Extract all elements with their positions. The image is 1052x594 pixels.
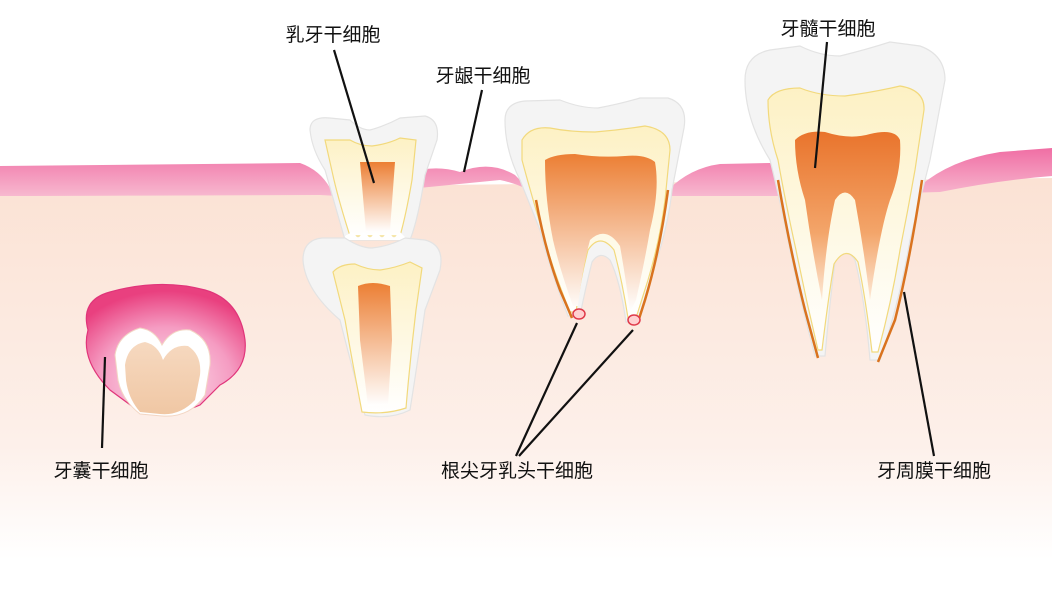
label-dental-pulp-stem-cells: 牙髓干细胞 — [780, 18, 876, 40]
leader-lines — [100, 41, 936, 457]
dental-follicle — [85, 283, 246, 417]
label-apical-papilla-stem-cells: 根尖牙乳头干细胞 — [440, 460, 594, 482]
leader-apical-1 — [515, 322, 578, 457]
immature-molar — [504, 97, 686, 326]
soft-tissue — [0, 178, 1052, 560]
gingiva — [0, 148, 1052, 196]
label-gingiva-stem-cells: 牙龈干细胞 — [435, 65, 531, 87]
developing-permanent-tooth — [302, 237, 442, 418]
leader-dental-pulp — [813, 41, 829, 169]
label-deciduous-stem-cells: 乳牙干细胞 — [285, 24, 381, 46]
leader-deciduous — [332, 49, 376, 184]
mature-molar — [744, 41, 946, 363]
label-periodontal-ligament-stem-cells: 牙周膜干细胞 — [876, 460, 992, 482]
apical-papilla-left — [572, 308, 586, 320]
label-dental-follicle-stem-cells: 牙囊干细胞 — [53, 460, 149, 482]
leader-periodontal — [902, 291, 936, 457]
leader-gingiva — [462, 89, 484, 173]
apical-papilla-right — [627, 314, 641, 326]
leader-apical-2 — [518, 329, 634, 457]
leader-follicle — [100, 356, 107, 449]
deciduous-tooth — [309, 115, 439, 241]
